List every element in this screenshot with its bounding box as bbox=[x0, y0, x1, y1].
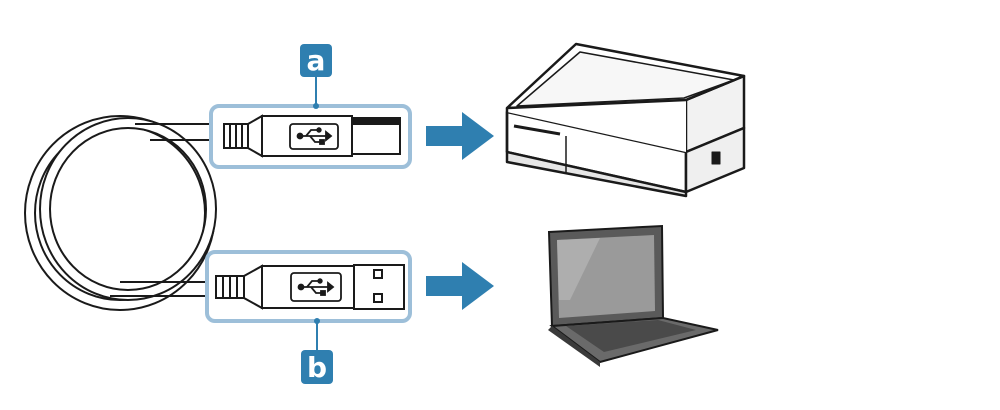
usb-b-plug bbox=[223, 114, 401, 158]
connector-a-group: a bbox=[209, 44, 412, 169]
connector-b-group: b bbox=[205, 250, 412, 384]
usb-cable-coil bbox=[24, 115, 222, 311]
usb-icon bbox=[289, 123, 339, 150]
badge-a-label: a bbox=[307, 44, 326, 77]
badge-a bbox=[300, 44, 332, 77]
printer-device-icon bbox=[505, 42, 746, 198]
laptop-icon bbox=[547, 224, 719, 367]
right-arrow-icon bbox=[426, 112, 494, 160]
right-arrow-icon bbox=[426, 262, 494, 310]
badge-b bbox=[301, 350, 333, 384]
badge-b-label: b bbox=[307, 351, 327, 384]
usb-icon bbox=[290, 272, 342, 302]
